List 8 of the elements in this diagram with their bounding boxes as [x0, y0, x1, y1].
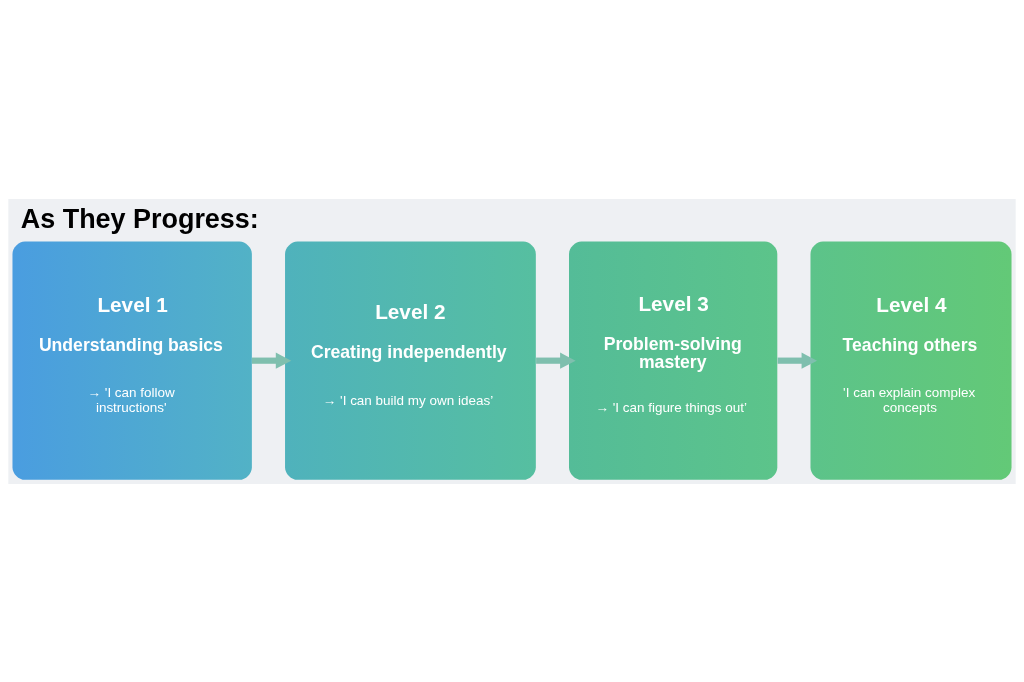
- diagram-title: As They Progress:: [20, 203, 259, 234]
- node-box: Level 4 Teaching others 'I can explain complex concepts: [810, 241, 1012, 480]
- arrow: [777, 352, 818, 369]
- node-box: Level 2 Creating independently → 'I can build my own ideas’: [285, 241, 536, 480]
- node-box: Level 3 Problem-solving mastery → 'I can figure things out’: [569, 241, 778, 480]
- arrow: [536, 352, 576, 369]
- arrow: [251, 352, 292, 369]
- node-box: Level 1 Understanding basics → 'I can follow instructions': [12, 241, 252, 480]
